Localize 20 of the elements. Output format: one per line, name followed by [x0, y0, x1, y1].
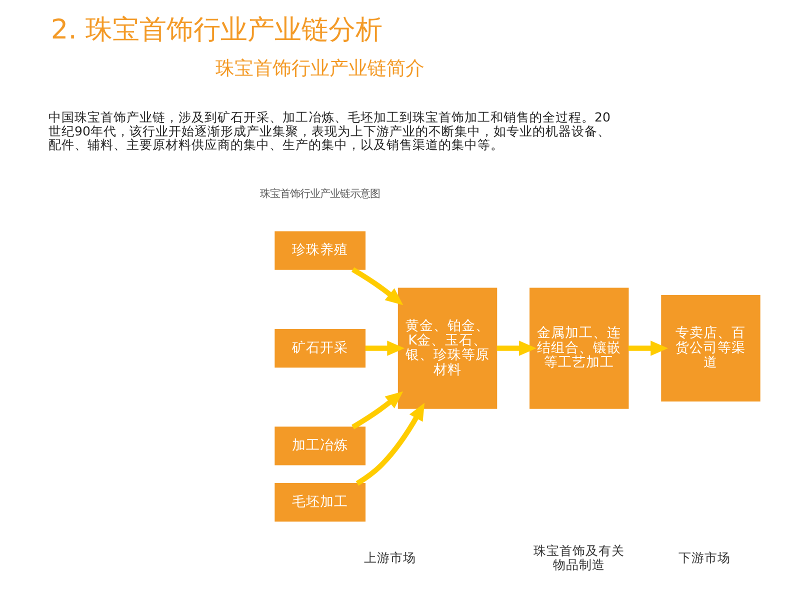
node-box: 毛坯加工	[274, 483, 366, 522]
arrow	[356, 402, 425, 486]
label: 珠宝首饰及有关物品制造	[534, 543, 625, 572]
arrow	[365, 340, 405, 356]
node-box: 珍珠养殖	[274, 231, 366, 270]
arrow	[352, 267, 404, 306]
node-box: 金属加工、连结组合、镶嵌等工艺加工	[530, 288, 629, 409]
node-box: 矿石开采	[274, 328, 366, 368]
label: 上游市场	[364, 550, 416, 565]
arrow	[352, 391, 404, 430]
label: 珠宝首饰行业产业链简介	[216, 58, 425, 80]
node-box: 加工冶炼	[274, 426, 366, 466]
arrow	[628, 340, 668, 356]
node-box: 专卖店、百货公司等渠道	[661, 295, 760, 402]
arrow	[496, 340, 536, 356]
label: 珠宝首饰行业产业链示意图	[260, 188, 380, 200]
label: 中国珠宝首饰产业链，涉及到矿石开采、加工冶炼、毛坯加工到珠宝首饰加工和销售的全过程。20世纪90年代，该行业开始逐渐形成产业集聚，表现为上下游产业的不断集中，如专业的机器设备、配件、辅料、主要原材料供应商的集中、生产的集中，以及销售渠道的集中等。	[48, 110, 610, 152]
diagram-title: 2. 珠宝首饰行业产业链分析	[50, 14, 382, 46]
label: 下游市场	[678, 550, 730, 565]
node-box: 黄金、铂金、K金、玉石、银、珍珠等原材料	[398, 288, 498, 409]
